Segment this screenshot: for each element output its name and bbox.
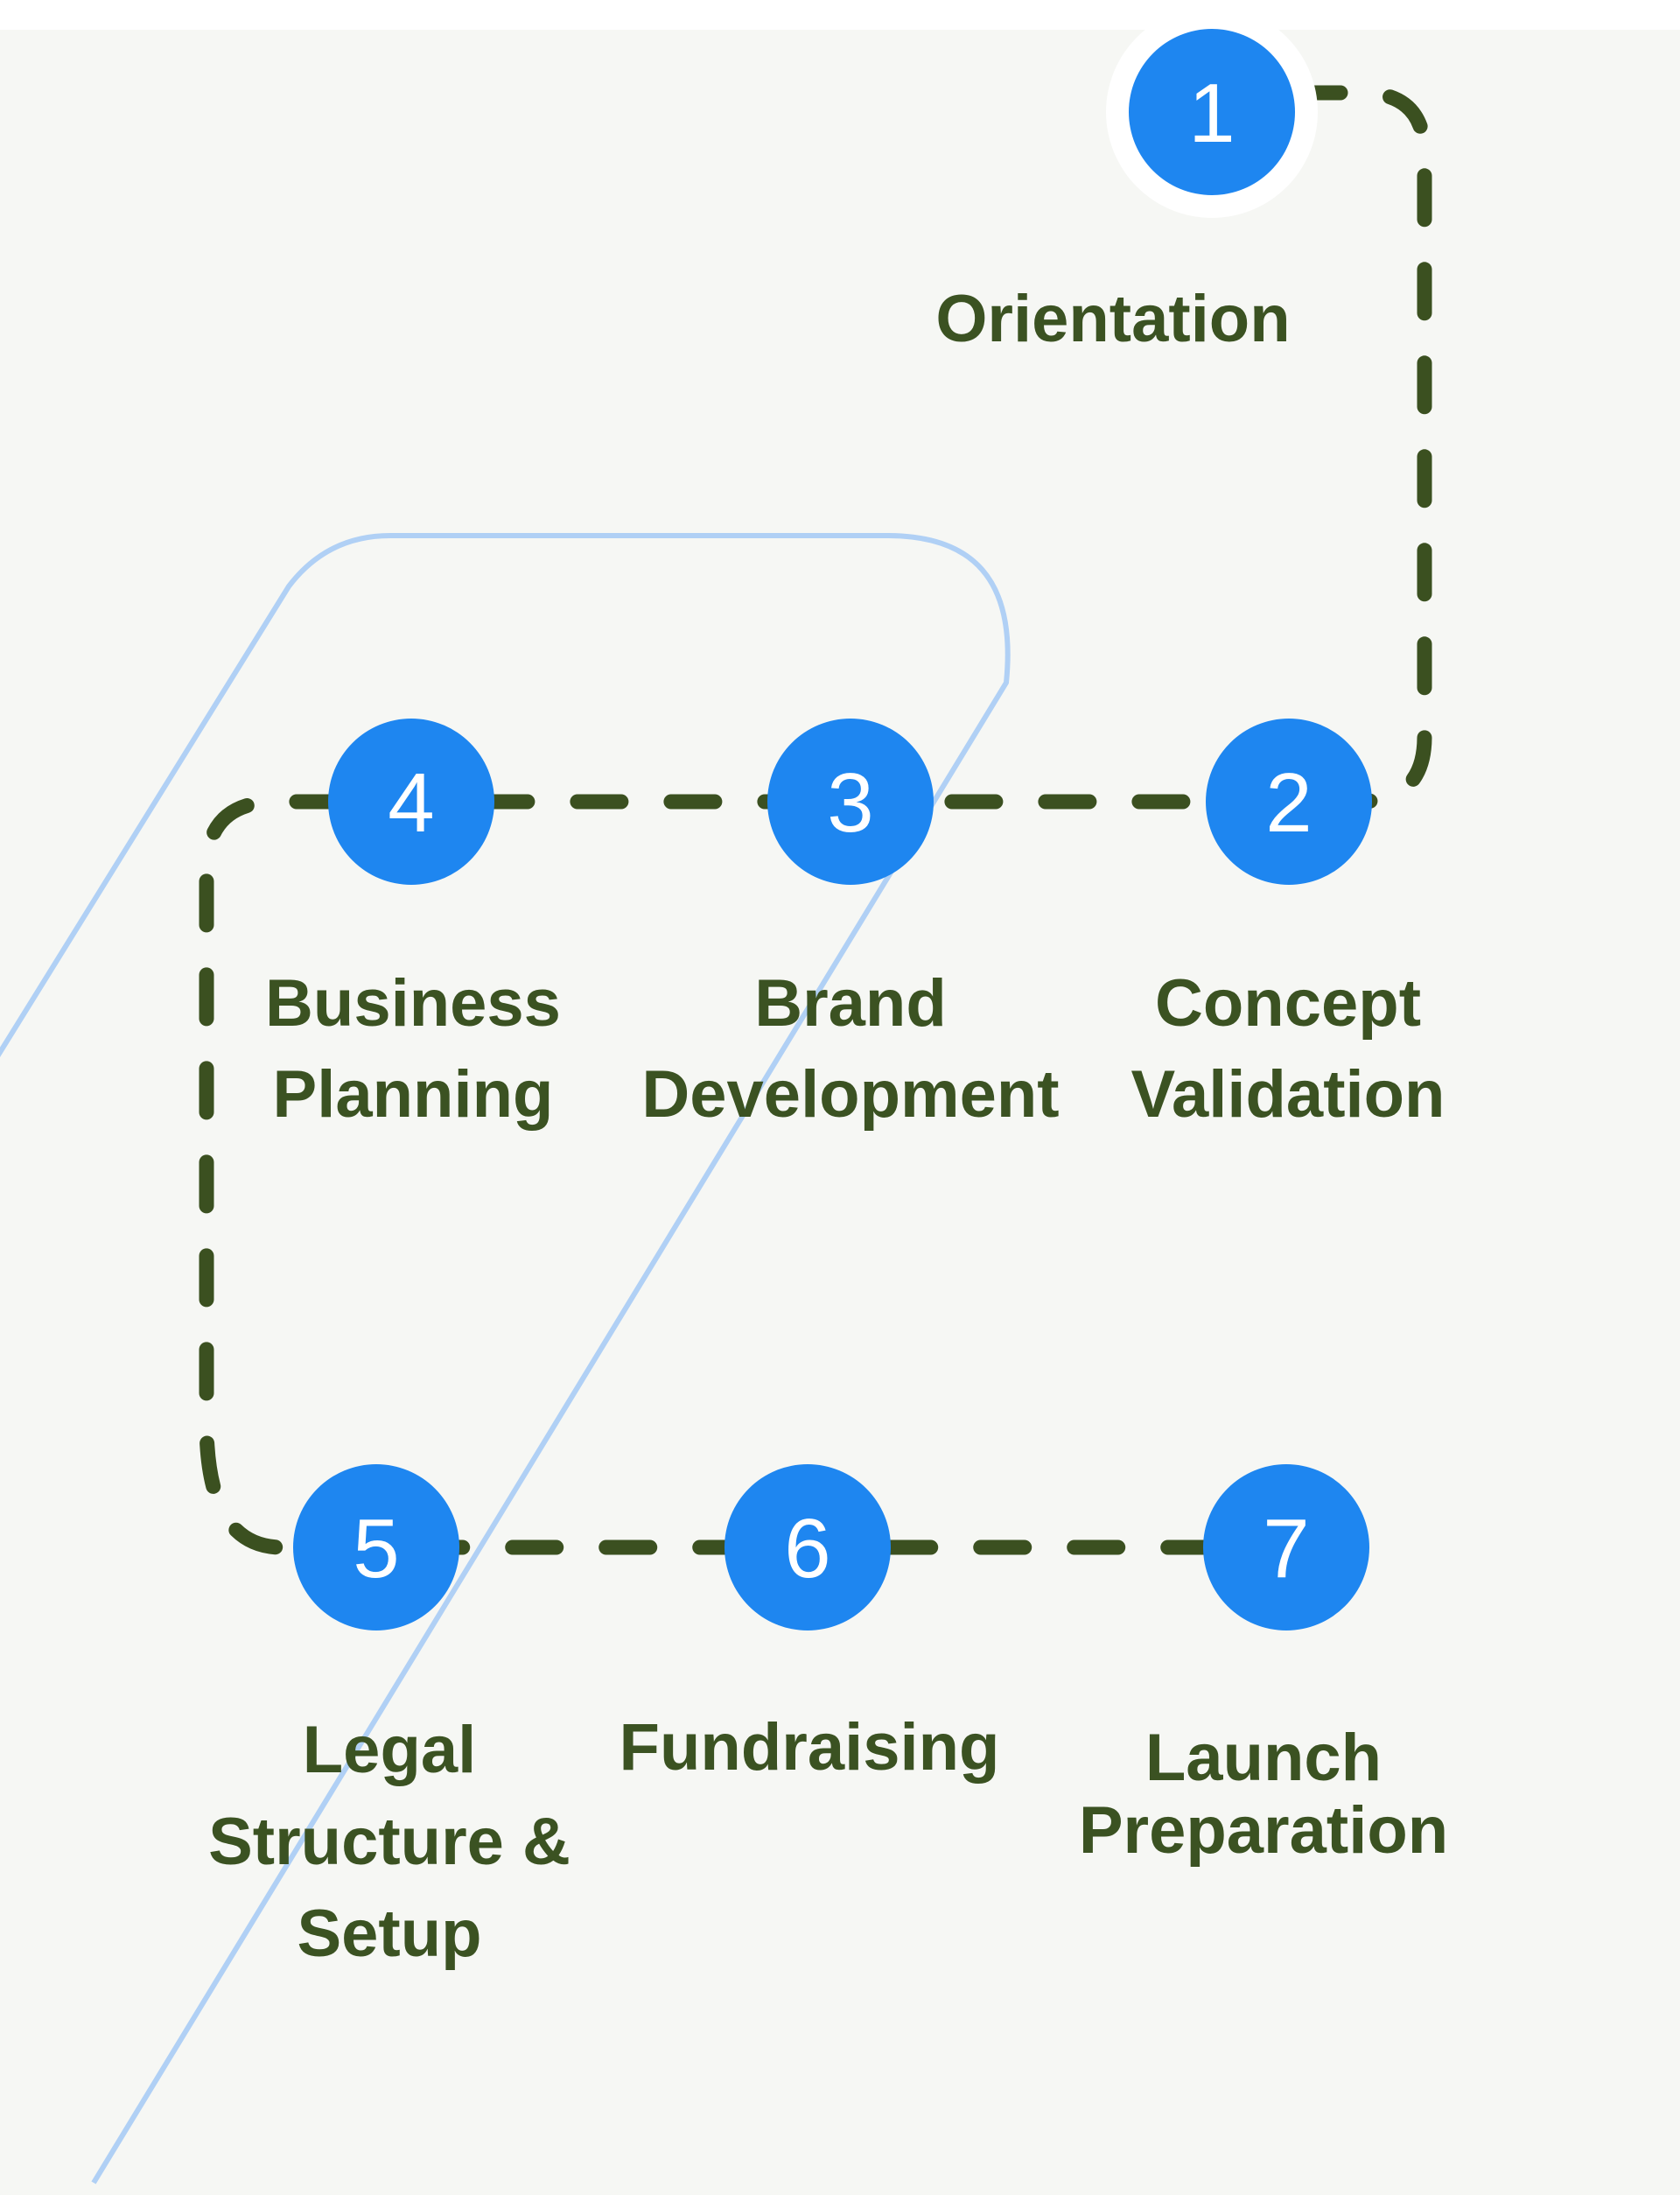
step-2-label-line-2: Validation	[1131, 1057, 1446, 1132]
step-1-number: 1	[1188, 67, 1235, 160]
step-6-circle	[724, 1464, 891, 1630]
step-5-circle	[293, 1464, 459, 1630]
step-4-label-line-1: Business	[265, 966, 561, 1041]
step-3-circle	[767, 719, 934, 885]
step-2-number: 2	[1265, 756, 1312, 850]
step-6-label-line-1: Fundraising	[620, 1710, 1000, 1785]
step-3-label-line-1: Brand	[754, 966, 947, 1041]
step-4-circle	[328, 719, 494, 885]
step-3-number: 3	[827, 756, 873, 850]
decorative-line	[0, 533, 1011, 2184]
step-2-label-line-1: Concept	[1155, 966, 1421, 1041]
step-5-label-line-1: Legal	[303, 1713, 477, 1787]
step-7-label-line-2: Preparation	[1079, 1793, 1448, 1868]
step-4-label-line-2: Planning	[273, 1057, 554, 1132]
step-2-circle	[1206, 719, 1372, 885]
step-6-number: 6	[784, 1502, 830, 1595]
diagram-background	[0, 30, 1680, 2195]
step-5-number: 5	[353, 1502, 399, 1595]
step-4-number: 4	[388, 756, 434, 850]
step-5-label-line-2: Structure &	[208, 1805, 570, 1879]
step-3-label-line-2: Development	[641, 1057, 1059, 1132]
step-7-number: 7	[1263, 1502, 1309, 1595]
step-7-circle	[1203, 1464, 1369, 1630]
step-1-circle	[1129, 29, 1295, 195]
dashed-route-path	[199, 85, 1432, 1555]
step-5-label-line-3: Setup	[297, 1897, 481, 1971]
step-7-label-line-1: Launch	[1145, 1721, 1382, 1795]
step-1-label-line-1: Orientation	[935, 282, 1290, 356]
